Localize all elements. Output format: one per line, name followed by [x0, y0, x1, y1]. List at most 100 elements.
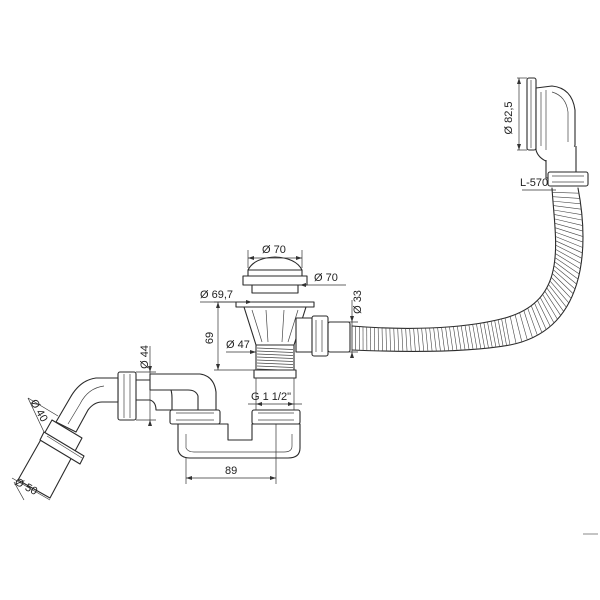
trap-width-dim: [185, 424, 277, 484]
thread-line: [256, 356, 294, 359]
hose-corrugation: [413, 328, 416, 352]
hose-corrugation: [401, 328, 404, 352]
hose-corrugation: [433, 327, 437, 352]
hose-corrugation: [530, 305, 543, 333]
hose-corrugation: [514, 314, 523, 342]
cap-diameter-dim: [247, 250, 303, 268]
hose-corrugation: [472, 324, 478, 350]
hose-corrugation: [539, 297, 555, 324]
hose-corrugation: [549, 280, 570, 304]
thread-line: [256, 365, 294, 368]
cap-diameter-label: Ø 70: [262, 244, 286, 256]
hose-corrugation: [425, 328, 429, 352]
siphon-trap: [17, 371, 301, 499]
hose-corrugation: [552, 196, 580, 199]
hose-corrugation: [555, 244, 582, 259]
hose-corrugation: [393, 328, 395, 352]
outlet-outer-dim: [11, 477, 51, 501]
hose-corrugation: [464, 325, 470, 350]
elbow-diameter-dim: [136, 346, 156, 426]
hose-corrugation: [534, 302, 547, 330]
thread-line: [256, 353, 294, 356]
body-diameter-dim: [300, 283, 346, 287]
hose-corrugation: [490, 321, 497, 348]
hose-corrugation: [548, 284, 567, 308]
hose-corrugation: [519, 312, 528, 341]
hose-corrugation: [468, 324, 474, 350]
hose-corrugation: [479, 323, 486, 349]
hose-corrugation: [555, 249, 582, 264]
drain-body: [235, 256, 351, 379]
trap-width-label: 89: [225, 465, 237, 477]
hose-corrugation: [546, 287, 564, 312]
thread-spec-label: G 1 1/2": [251, 391, 291, 403]
hose-corrugation: [554, 227, 584, 237]
thread-line: [256, 347, 294, 350]
hose-corrugation: [483, 322, 489, 349]
hose-corrugation: [449, 326, 454, 351]
hose-diameter-label: Ø 33: [352, 290, 364, 314]
hose-corrugation: [554, 218, 583, 226]
thread-line: [256, 350, 294, 353]
hose-corrugation: [497, 319, 504, 347]
overflow-fitting: [517, 77, 589, 187]
body-diameter-label: Ø 70: [314, 272, 338, 284]
thread-line: [256, 359, 294, 362]
hose-corrugation: [509, 316, 517, 344]
hose-corrugation: [417, 328, 420, 352]
hose-corrugation: [487, 321, 493, 348]
hose-corrugation: [405, 328, 408, 352]
hose-corrugation: [552, 273, 574, 294]
hose-corrugation: [553, 205, 582, 210]
height-dim: [214, 301, 256, 371]
hose-corrugation: [445, 327, 450, 351]
hose-corrugation: [542, 294, 558, 320]
hose-corrugation: [457, 326, 462, 351]
hose-corrugation: [555, 236, 583, 248]
hose-corrugation: [476, 323, 482, 349]
hose-corrugation: [429, 327, 433, 352]
thread-diameter-label: Ø 47: [226, 339, 250, 351]
hose-length-label: L-570: [520, 177, 548, 189]
hose-corrugation: [555, 253, 581, 270]
hose-corrugation: [523, 310, 533, 338]
hose-corrugation: [554, 257, 580, 275]
hose-corrugation: [551, 277, 572, 299]
hose-corrugation: [389, 328, 391, 352]
flange-diameter-label: Ø 69,7: [200, 289, 233, 301]
hose-corrugation: [554, 214, 583, 221]
outlet-inner-label: Ø 40: [27, 398, 49, 425]
hose-corrugation: [553, 269, 576, 290]
hose-corrugation: [544, 290, 561, 316]
thread-spec-dim: [248, 378, 302, 410]
hose-corrugation: [437, 327, 441, 352]
hose-corrugation: [552, 192, 579, 194]
overflow-diameter-label: Ø 82,5: [503, 101, 515, 134]
outlet-inner-dim: [27, 397, 59, 433]
hose-corrugation: [397, 328, 400, 352]
thread-line: [256, 362, 294, 365]
hose-corrugation: [494, 320, 500, 347]
hose-diameter-dim: [330, 300, 358, 358]
hose-corrugation: [555, 240, 583, 254]
hose-corrugation: [553, 265, 577, 285]
hose-corrugation: [421, 328, 425, 352]
hose-corrugation: [441, 327, 445, 351]
hose-corrugation: [501, 318, 507, 346]
hose-corrugation: [554, 261, 579, 280]
hose-corrugation: [453, 326, 458, 351]
hose-corrugation: [460, 325, 466, 351]
hose-corrugation: [504, 317, 511, 346]
hose-corrugation: [381, 327, 383, 352]
hose-corrugation: [553, 209, 582, 215]
thread-diameter-dim: [226, 350, 256, 354]
hose-corrugation: [527, 308, 538, 336]
hose-corrugation: [537, 300, 551, 327]
corrugated-hose: [351, 187, 584, 352]
elbow-diameter-label: Ø 44: [139, 345, 151, 369]
height-label: 69: [204, 332, 216, 344]
hose-corrugation: [552, 200, 581, 205]
hose-corrugation: [385, 327, 387, 352]
